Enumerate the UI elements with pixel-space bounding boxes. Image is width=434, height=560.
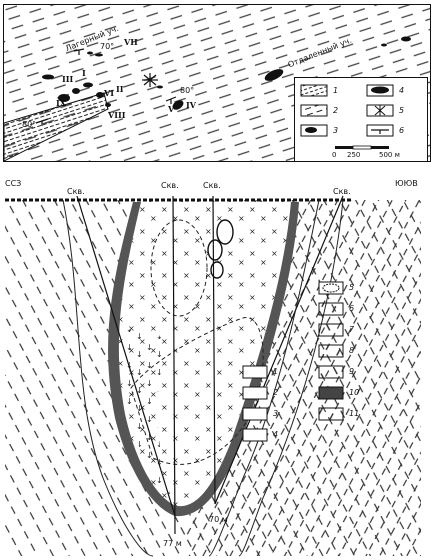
lower-left-unit — [4, 92, 109, 161]
dip-angle-label: 80° — [180, 86, 195, 95]
scale-tick-500: 500 м — [379, 151, 400, 159]
section-legend-label-3: 3 — [273, 409, 279, 418]
ore-body — [58, 94, 70, 102]
legend-label-3: 3 — [333, 126, 339, 135]
section-legend-swatch-11 — [318, 407, 344, 421]
section-legend-label-1: 1 — [273, 367, 279, 376]
orebody-label-v: V — [168, 104, 175, 114]
orebody-label-iii: III — [62, 74, 74, 84]
intrusion-cross-fill — [118, 202, 291, 507]
legend-label-2: 2 — [333, 106, 339, 115]
dip-symbols — [35, 48, 177, 126]
zone-outline — [150, 219, 208, 317]
legend-swatch-1 — [300, 84, 328, 97]
orebody-label-ix: IX — [56, 98, 66, 108]
borehole-label: Скв. — [67, 187, 85, 196]
ore-lens — [216, 219, 234, 245]
section-legend-swatch-3 — [242, 407, 268, 421]
section-legend-swatch-9 — [318, 365, 344, 379]
cross-section-drawing: × × ↓ ↓ — [5, 195, 421, 557]
legend-swatch-4-mark — [371, 86, 389, 94]
ore-lens — [210, 261, 224, 279]
section-legend-label-8: 8 — [349, 346, 355, 355]
orientation-right: ЮЮВ — [395, 179, 418, 188]
section-legend-swatch-6 — [318, 302, 344, 316]
ore-body — [83, 82, 93, 88]
section-legend-label-4: 4 — [273, 430, 279, 439]
plan-map-legend: 1 2 3 4 5 6 0 250 500 м — [294, 77, 428, 161]
section-legend-label-5: 5 — [349, 283, 355, 292]
section-legend-swatch-1 — [242, 365, 268, 379]
ore-bodies — [42, 36, 411, 110]
section-legend-swatch-7 — [318, 323, 344, 337]
intrusion-arrow-zone — [121, 328, 171, 498]
zone-outline — [130, 317, 264, 465]
dip-angle-label: 70° — [100, 42, 115, 51]
legend-label-5: 5 — [399, 106, 405, 115]
scale-bar-segment — [335, 146, 353, 149]
orebody-label-vii: VII — [124, 37, 138, 47]
ore-body — [381, 43, 387, 47]
orebody-label-ii: II — [116, 84, 124, 94]
depth-label: 77 м — [163, 539, 182, 548]
ore-body — [95, 53, 103, 57]
orebody-label-vi: VI — [104, 88, 114, 98]
section-legend-label-11: 11 — [349, 409, 360, 418]
legend-label-4: 4 — [399, 86, 405, 95]
borehole-label: Скв. — [333, 187, 351, 196]
scale-bar-segment — [352, 145, 372, 150]
legend-label-1: 1 — [333, 86, 339, 95]
legend-swatch-2 — [300, 104, 328, 117]
legend-swatch-5-mark — [374, 105, 386, 116]
ore-body — [157, 85, 163, 89]
section-legend-swatches — [242, 281, 344, 442]
plan-legend-swatches — [300, 84, 394, 150]
ore-body — [42, 74, 54, 80]
orebody-label-iv: IV — [186, 100, 196, 110]
cross-section: × × ↓ ↓ — [3, 178, 431, 558]
section-legend-swatch-10 — [318, 386, 344, 400]
orebody-label-i: I — [82, 68, 86, 78]
ore-lenses — [207, 219, 234, 279]
section-legend-swatch-2 — [242, 386, 268, 400]
dip-angle-label: 80° — [22, 120, 37, 129]
boreholes — [76, 195, 344, 535]
legend-swatch-3-mark — [305, 127, 317, 133]
plan-map: Лагерный уч. Отдаленный уч. VII III I IX… — [3, 4, 431, 162]
section-legend-label-2: 2 — [273, 388, 279, 397]
scale-bar-segment — [371, 146, 389, 149]
ore-body — [105, 103, 111, 107]
orebody-label-viii: VIII — [108, 110, 126, 120]
section-legend-label-6: 6 — [349, 304, 355, 313]
section-legend-label-10: 10 — [349, 388, 360, 397]
ore-lens — [207, 239, 223, 261]
legend-swatch-6-mark — [371, 129, 389, 134]
star-symbol — [142, 73, 158, 87]
legend-label-6: 6 — [399, 126, 405, 135]
ore-body — [264, 69, 284, 81]
scale-tick-250: 250 — [347, 151, 361, 159]
ore-body — [87, 51, 93, 55]
ore-body — [96, 92, 104, 98]
ore-body — [172, 100, 184, 110]
section-legend-swatch-4 — [242, 428, 268, 442]
section-legend-label-9: 9 — [349, 367, 355, 376]
ore-body — [72, 88, 80, 94]
ore-body — [401, 36, 411, 42]
depth-label: 70 м — [209, 515, 228, 524]
section-legend-label-7: 7 — [349, 325, 355, 334]
scale-tick-0: 0 — [332, 151, 337, 159]
borehole-label: Скв. — [203, 181, 221, 190]
section-legend-swatch-8 — [318, 344, 344, 358]
borehole-label: Скв. — [161, 181, 179, 190]
orientation-left: ССЗ — [5, 179, 22, 188]
